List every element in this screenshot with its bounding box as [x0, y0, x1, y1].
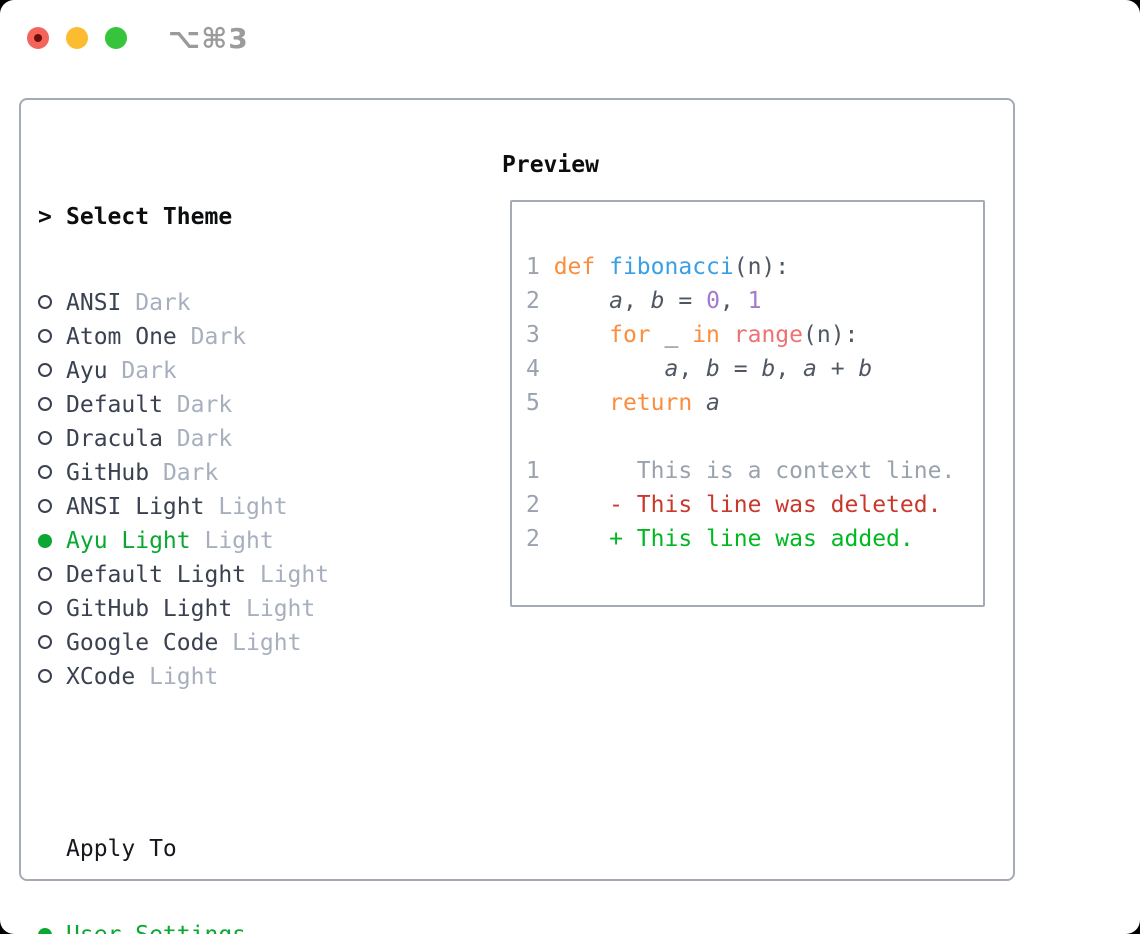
theme-variant-tag: Dark: [121, 290, 191, 316]
theme-variant-tag: Light: [232, 596, 316, 622]
theme-name: GitHub: [66, 460, 150, 486]
prompt-icon: >: [38, 204, 52, 230]
theme-variant-tag: Light: [190, 528, 274, 554]
code-line: 2 - This line was deleted.: [526, 492, 942, 518]
theme-option[interactable]: ANSI Light Light: [38, 490, 426, 524]
close-button[interactable]: [27, 27, 49, 49]
line-number: 2: [526, 288, 554, 314]
theme-variant-tag: Light: [135, 664, 219, 690]
theme-name: Google Code: [66, 630, 219, 656]
line-number: 2: [526, 492, 554, 518]
code-line: 1 This is a context line.: [526, 458, 956, 484]
radio-unselected-icon: [38, 601, 52, 615]
theme-name: Dracula: [66, 426, 163, 452]
theme-name: XCode: [66, 664, 136, 690]
radio-unselected-icon: [38, 397, 52, 411]
theme-variant-tag: Dark: [162, 426, 233, 452]
theme-option[interactable]: XCode Light: [38, 660, 426, 694]
theme-option[interactable]: Dracula Dark: [38, 422, 426, 456]
code-line: 5 return a: [526, 390, 720, 416]
radio-unselected-icon: [38, 329, 52, 343]
theme-name: ANSI: [66, 290, 122, 316]
theme-variant-tag: Light: [246, 562, 330, 588]
theme-name: Default Light: [66, 562, 247, 588]
spacer: [38, 746, 426, 780]
apply-to-options: User SettingsWorkspace Settings: [38, 918, 426, 934]
theme-name: Atom One: [66, 324, 177, 350]
select-theme-header: > Select Theme: [38, 200, 426, 234]
radio-selected-icon: [38, 534, 52, 548]
code-line: 2 a, b = 0, 1: [526, 288, 762, 314]
minimize-button[interactable]: [66, 27, 88, 49]
theme-variant-tag: Dark: [162, 392, 233, 418]
theme-option[interactable]: GitHub Light Light: [38, 592, 426, 626]
apply-to-title: Apply To: [66, 836, 177, 862]
theme-option[interactable]: Default Dark: [38, 388, 426, 422]
theme-name: Ayu: [66, 358, 108, 384]
radio-unselected-icon: [38, 295, 52, 309]
line-number: 5: [526, 390, 554, 416]
line-number: 1: [526, 254, 554, 280]
apply-to-option[interactable]: User Settings: [38, 918, 426, 934]
line-number: 3: [526, 322, 554, 348]
theme-option[interactable]: Ayu Dark: [38, 354, 426, 388]
apply-to-header: Apply To: [38, 832, 426, 866]
theme-option[interactable]: GitHub Dark: [38, 456, 426, 490]
theme-name: Ayu Light: [66, 528, 191, 554]
theme-variant-tag: Dark: [107, 358, 177, 384]
theme-option[interactable]: ANSI Dark: [38, 286, 426, 320]
radio-unselected-icon: [38, 499, 52, 513]
radio-unselected-icon: [38, 363, 52, 377]
code-line: 3 for _ in range(n):: [526, 322, 859, 348]
theme-name: ANSI Light: [66, 494, 205, 520]
zoom-button[interactable]: [105, 27, 127, 49]
theme-variant-tag: Light: [204, 494, 288, 520]
preview-title: Preview: [502, 152, 599, 178]
radio-unselected-icon: [38, 465, 52, 479]
theme-option[interactable]: Google Code Light: [38, 626, 426, 660]
preview-box: 1 def fibonacci(n): 2 a, b = 0, 1 3 for _ …: [510, 200, 985, 607]
titlebar: ⌥⌘3: [0, 0, 1140, 76]
code-line: 1 def fibonacci(n):: [526, 254, 790, 280]
theme-variant-tag: Light: [218, 630, 302, 656]
theme-option[interactable]: Atom One Dark: [38, 320, 426, 354]
theme-name: GitHub Light: [66, 596, 233, 622]
radio-unselected-icon: [38, 431, 52, 445]
theme-option[interactable]: Default Light Light: [38, 558, 426, 592]
line-number: 4: [526, 356, 554, 382]
select-theme-title: Select Theme: [66, 204, 233, 230]
theme-variant-tag: Dark: [176, 324, 247, 350]
code-preview: 1 def fibonacci(n): 2 a, b = 0, 1 3 for _ …: [526, 250, 955, 556]
theme-variant-tag: Dark: [149, 460, 219, 486]
code-line: 2 + This line was added.: [526, 526, 914, 552]
radio-unselected-icon: [38, 635, 52, 649]
code-line: [526, 420, 955, 454]
unsaved-indicator-dot: [34, 34, 42, 42]
apply-to-label: User Settings: [66, 922, 246, 934]
window-shortcut-label: ⌥⌘3: [168, 22, 249, 55]
radio-unselected-icon: [38, 669, 52, 683]
theme-name: Default: [66, 392, 163, 418]
line-number: 2: [526, 526, 554, 552]
radio-unselected-icon: [38, 567, 52, 581]
code-line: 4 a, b = b, a + b: [526, 356, 873, 382]
line-number: 1: [526, 458, 554, 484]
radio-selected-icon: [38, 928, 52, 934]
theme-option[interactable]: Ayu Light Light: [38, 524, 426, 558]
